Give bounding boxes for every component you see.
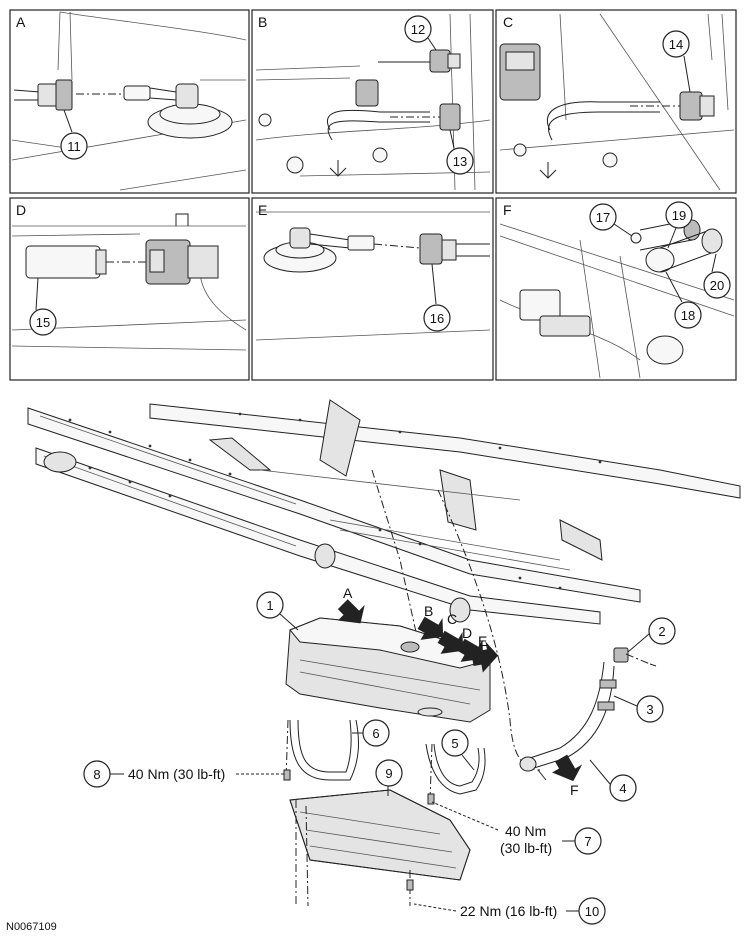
callout-17: [589, 203, 617, 231]
callout-1: [256, 591, 284, 619]
torque-10: 22 Nm (16 lb-ft): [460, 903, 557, 919]
panel-b: B 12 13: [251, 9, 494, 194]
view-arrow-d: D: [462, 625, 472, 641]
panel-a: A 11: [9, 9, 250, 194]
callout-11-label: 11: [67, 139, 81, 154]
callout-4: [609, 774, 637, 802]
callout-10-label: 10: [585, 904, 599, 919]
view-arrow-c: C: [447, 611, 457, 627]
callout-9: [375, 759, 403, 787]
callout-16-label: 16: [430, 311, 444, 326]
callout-2: [648, 617, 676, 645]
callout-18-label: 18: [681, 308, 695, 323]
panel-f-letter: F: [503, 202, 512, 218]
callout-13: [446, 147, 474, 175]
callout-7-label: 7: [584, 834, 591, 849]
torque-7-line1: 40 Nm: [505, 823, 546, 839]
panel-b-letter: B: [258, 14, 267, 30]
callout-2-label: 2: [658, 624, 665, 639]
panel-c-letter: C: [503, 14, 513, 30]
panel-f: F 17 19 18 20: [495, 197, 737, 381]
panel-d-letter: D: [16, 202, 26, 218]
callout-5-label: 5: [451, 736, 458, 751]
callout-15: [29, 308, 57, 336]
figure-id: N0067109: [6, 921, 57, 933]
callout-18: [674, 301, 702, 329]
callout-1-label: 1: [266, 598, 273, 613]
torque-8: 40 Nm (30 lb-ft): [128, 766, 225, 782]
view-arrow-a: A: [343, 585, 353, 601]
callout-12: [404, 15, 432, 43]
callout-17-label: 17: [596, 210, 610, 225]
callout-19-label: 19: [672, 208, 686, 223]
panel-a-letter: A: [16, 14, 26, 30]
callout-14-label: 14: [669, 37, 683, 52]
callout-16: [423, 304, 451, 332]
callout-15-label: 15: [36, 315, 50, 330]
callout-14: [662, 30, 690, 58]
callout-5: [441, 729, 469, 757]
callout-6-label: 6: [372, 726, 379, 741]
view-arrow-b: B: [424, 603, 433, 619]
callout-8-label: 8: [93, 767, 100, 782]
callout-12-label: 12: [411, 22, 425, 37]
panel-e-letter: E: [258, 202, 267, 218]
callout-4-label: 4: [619, 781, 626, 796]
callout-3-label: 3: [646, 702, 653, 717]
panel-d: D 15: [9, 197, 250, 381]
panel-e: E 16: [251, 197, 494, 381]
main-view: A B C D E F 1 2 3 4 5 6 7 40 Nm (30 lb-f…: [27, 399, 741, 925]
callout-19: [665, 201, 693, 229]
callout-13-label: 13: [453, 154, 467, 169]
callout-20: [703, 271, 731, 299]
view-arrow-f: F: [570, 782, 579, 798]
callout-11: [60, 132, 88, 160]
callout-20-label: 20: [710, 278, 724, 293]
view-arrow-e: E: [478, 633, 487, 649]
callout-3: [636, 695, 664, 723]
panel-c: C 14: [495, 9, 737, 194]
callout-9-label: 9: [385, 766, 392, 781]
torque-7-line2: (30 lb-ft): [500, 840, 552, 856]
